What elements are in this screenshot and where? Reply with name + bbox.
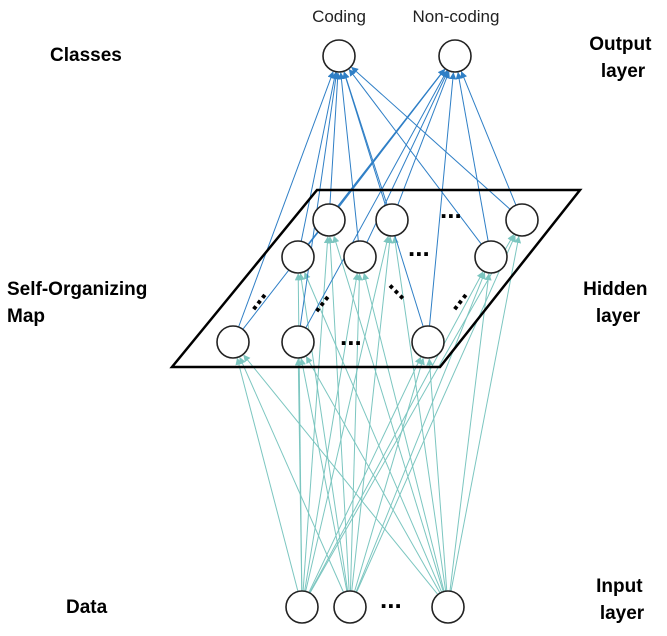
hidden-output-connection (242, 68, 446, 330)
input-hidden-connection (450, 236, 522, 592)
input-hidden-connection (426, 358, 448, 592)
input-hidden-connection (351, 236, 393, 592)
input-hidden-connection (239, 356, 344, 593)
input-hidden-connection (303, 271, 443, 593)
output-class-noncoding: Non-coding (413, 7, 500, 26)
input-hidden-connection (309, 234, 515, 594)
input-hidden-connection (304, 273, 360, 592)
hidden-diag-ellipsis-left: ... (235, 280, 272, 316)
hidden-node (216, 325, 250, 359)
hidden-to-output-connections (238, 66, 517, 330)
hidden-row2-ellipsis: ... (408, 232, 430, 262)
hidden-node (343, 240, 377, 274)
input-hidden-connection (305, 356, 441, 594)
hidden-output-connection (460, 71, 517, 206)
input-node (431, 590, 465, 624)
hidden-diag-ellipsis-right: ... (436, 280, 473, 316)
input-node (333, 590, 367, 624)
hidden-node (281, 240, 315, 274)
input-hidden-connection (235, 357, 299, 592)
input-hidden-connection (362, 272, 445, 592)
input-hidden-connection (391, 236, 447, 592)
input-layer-label: Input layer (596, 576, 648, 624)
hidden-row4-ellipsis: ... (340, 321, 362, 351)
input-hidden-connection (243, 354, 439, 595)
hidden-output-connection (329, 72, 342, 205)
hidden-output-connection (305, 70, 448, 329)
input-hidden-connection (305, 235, 391, 592)
classes-label: Classes (50, 45, 122, 66)
hidden-node (474, 240, 508, 274)
input-hidden-connection (354, 357, 425, 592)
hidden-diag-ellipsis-center: ... (383, 269, 420, 306)
hidden-output-connection (300, 71, 338, 242)
input-hidden-connection (309, 271, 484, 594)
hidden-node (505, 203, 539, 237)
hidden-output-connection (455, 72, 489, 242)
hidden-output-connection (348, 69, 482, 245)
input-to-hidden-connections (235, 234, 522, 595)
input-hidden-connection (449, 273, 492, 592)
hidden-output-connection (429, 72, 457, 327)
input-hidden-connection (332, 235, 444, 592)
input-ellipsis: ... (380, 584, 402, 614)
input-hidden-connection (356, 234, 516, 593)
hidden-output-connection (397, 71, 450, 206)
hidden-node (281, 325, 315, 359)
hidden-output-connection (337, 72, 359, 242)
som-plane (169, 188, 583, 369)
som-label: Self-Organizing Map (7, 279, 153, 327)
hidden-layer-label: Hidden layer (583, 279, 653, 327)
input-node (285, 590, 319, 624)
hidden-row1-ellipsis: ... (440, 194, 462, 224)
input-hidden-connection (355, 272, 486, 593)
network-nodes (216, 39, 539, 624)
hidden-node (375, 203, 409, 237)
hidden-output-connection (238, 71, 335, 328)
input-hidden-connection (297, 273, 349, 592)
input-hidden-connection (349, 273, 363, 592)
input-hidden-connection (294, 358, 303, 592)
output-node-noncoding (438, 39, 472, 73)
data-label: Data (66, 597, 108, 618)
input-hidden-connection (326, 236, 350, 592)
output-layer-label: Output layer (589, 34, 657, 82)
hidden-output-connection (351, 66, 511, 210)
output-node-coding (322, 39, 356, 73)
hidden-node (411, 325, 445, 359)
input-hidden-connection (299, 357, 348, 592)
hidden-node (312, 203, 346, 237)
hidden-output-connection (299, 72, 340, 327)
hidden-diag-ellipsis-mid: ... (298, 282, 335, 318)
output-class-coding: Coding (312, 7, 366, 26)
hidden-output-connection (342, 71, 424, 327)
